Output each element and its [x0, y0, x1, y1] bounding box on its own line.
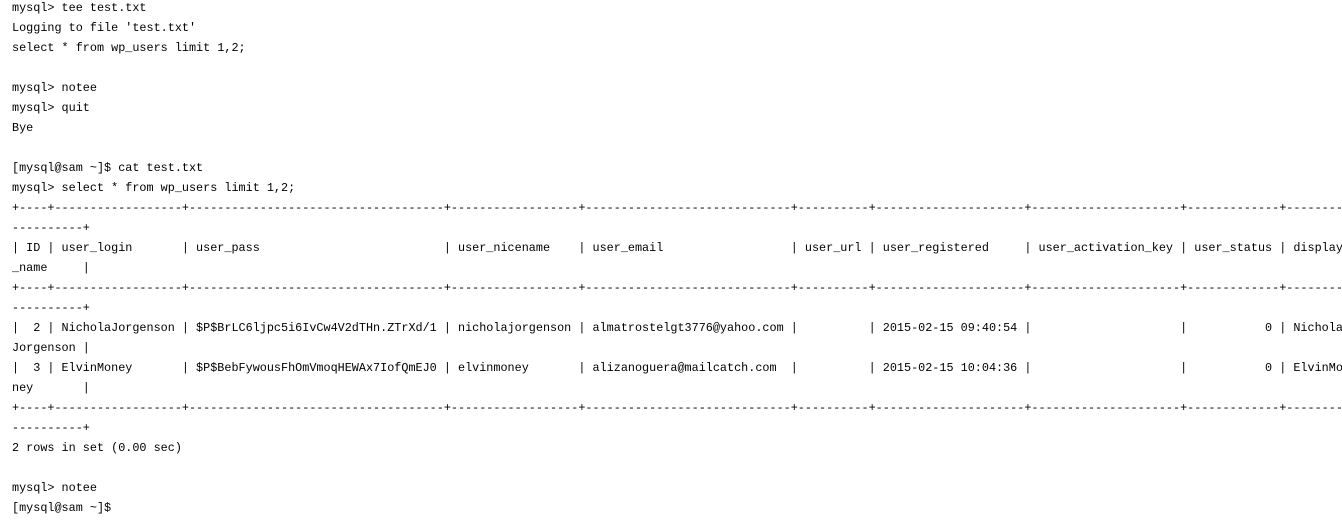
terminal-line: mysql> select * from wp_users limit 1,2; [12, 181, 296, 195]
terminal-line: Logging to file 'test.txt' [12, 21, 197, 35]
terminal-line: [mysql@sam ~]$ [12, 501, 119, 515]
terminal-line: mysql> quit [12, 101, 90, 115]
terminal-line [12, 458, 1342, 478]
terminal-line: | 3 | ElvinMoney | $P$BebFywousFhOmVmoqH… [12, 361, 1342, 395]
terminal-line: | 2 | NicholaJorgenson | $P$BrLC6ljpc5i6… [12, 321, 1342, 355]
terminal-line: [mysql@sam ~]$ cat test.txt [12, 161, 204, 175]
terminal-line: +----+------------------+---------------… [12, 281, 1342, 315]
terminal-line: select * from wp_users limit 1,2; [12, 41, 246, 55]
terminal-line: mysql> tee test.txt [12, 1, 147, 15]
terminal-line [12, 58, 1342, 78]
terminal-line: mysql> notee [12, 81, 97, 95]
terminal-line: +----+------------------+---------------… [12, 201, 1342, 235]
terminal-line: Bye [12, 121, 34, 135]
terminal-line: mysql> notee [12, 481, 97, 495]
terminal-line: 2 rows in set (0.00 sec) [12, 441, 182, 455]
terminal-line [12, 138, 1342, 158]
terminal-line: +----+------------------+---------------… [12, 401, 1342, 435]
terminal-line: | ID | user_login | user_pass | user_nic… [12, 241, 1342, 275]
